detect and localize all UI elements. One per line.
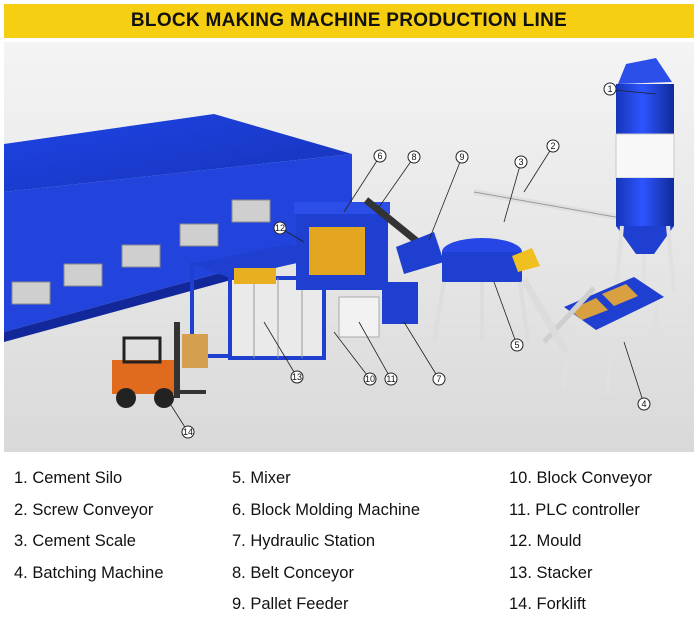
callout-label: 13 [292,372,302,382]
stacker [190,244,326,360]
block-pallet-stack [121,244,161,268]
callout-label: 5 [514,340,519,350]
legend-item: 6. Block Molding Machine [232,500,421,519]
warehouse-roof [4,114,352,192]
forklift [112,322,208,408]
callout-label: 2 [550,141,555,151]
warehouse-front-wall [4,154,352,332]
callout-label: 11 [386,374,395,384]
callout-label: 7 [436,374,441,384]
block-molding-machine [294,202,418,338]
block-pallet-stack [179,223,219,247]
pallet-feeder [396,232,444,274]
callout-label: 4 [641,399,646,409]
legend-column-3: 10. Block Conveyor 11. PLC controller 12… [509,469,652,627]
legend-item: 10. Block Conveyor [509,469,653,487]
block-pallet-stack [11,281,51,305]
legend-item: 1. Cement Silo [14,469,123,487]
production-line-illustration: 1 2 3 4 5 6 7 8 9 [4,42,694,452]
callout-label: 10 [365,374,375,384]
callout-markers: 1 2 3 4 5 6 7 8 9 [168,82,657,439]
callout-label: 8 [411,152,416,162]
cement-scale [512,248,540,272]
callout-label: 6 [377,151,382,161]
inclined-belt-conveyor [520,278,570,354]
callout-label: 14 [183,427,193,437]
cement-silo [614,58,676,293]
block-pallet-stack [63,263,103,287]
legend-item: 5. Mixer [232,469,291,487]
legend-item: 13. Stacker [509,563,593,582]
legend-item: 14. Forklift [509,595,587,614]
belt-conveyor [363,197,427,250]
screw-conveyor-edge [473,191,645,223]
legend-column-2: 5. Mixer 6. Block Molding Machine 7. Hyd… [232,469,420,627]
mixer [432,238,530,343]
legend-item: 7. Hydraulic Station [232,532,376,551]
legend-item: 12. Mould [509,532,582,551]
legend-item: 2. Screw Conveyor [14,500,154,519]
callout-label: 9 [459,152,464,162]
legend-item: 9. Pallet Feeder [232,595,349,614]
legend-column-1: 1. Cement Silo 2. Screw Conveyor 3. Ceme… [14,469,164,595]
callout-label: 1 [607,84,612,94]
callout-label: 3 [518,157,523,167]
callout-label: 12 [275,223,285,233]
title-banner: BLOCK MAKING MACHINE PRODUCTION LINE [4,4,694,38]
legend-item: 3. Cement Scale [14,532,136,551]
block-pallet-stack [231,199,271,223]
page-title: BLOCK MAKING MACHINE PRODUCTION LINE [130,10,568,31]
legend-item: 8. Belt Conceyor [232,563,354,582]
legend: 1. Cement Silo 2. Screw Conveyor 3. Ceme… [4,455,694,629]
legend-item: 11. PLC controller [509,500,640,519]
legend-item: 4. Batching Machine [14,563,164,582]
